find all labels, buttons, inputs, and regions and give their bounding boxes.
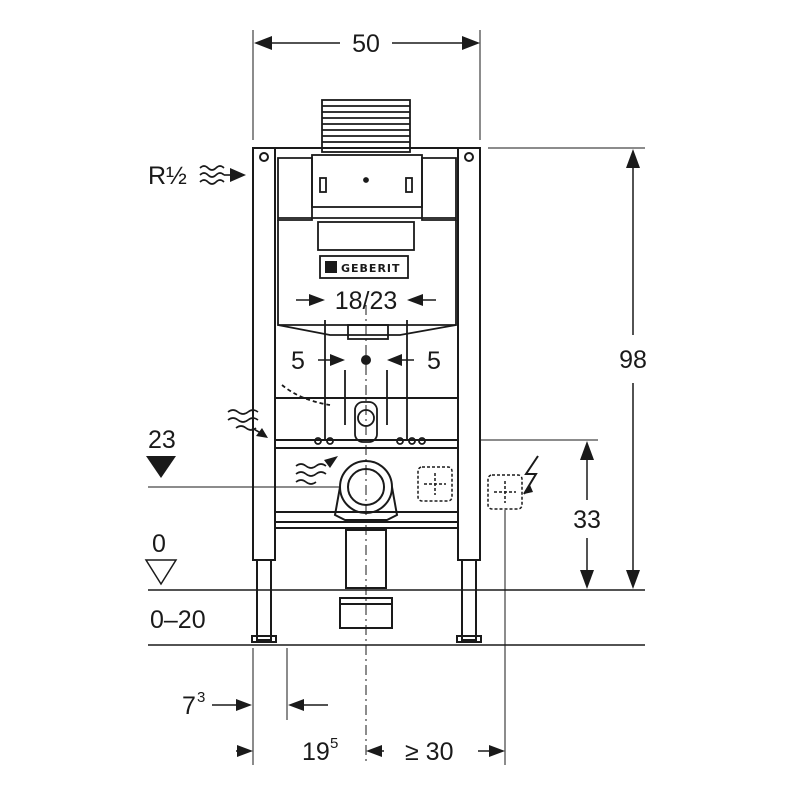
dimension-frame-width: 50	[254, 30, 480, 58]
floor-level-marker: 0	[144, 530, 178, 586]
water-supply-icon-upper	[227, 409, 267, 437]
label-total-height: 98	[619, 346, 647, 374]
installation-frame	[251, 147, 482, 643]
dimension-outlet-height: 33	[573, 441, 601, 589]
cistern	[277, 99, 457, 336]
drain-height-marker: 23	[146, 426, 176, 478]
water-supply-arrow-upper	[256, 428, 268, 438]
label-side-clearance: ≥ 30	[405, 738, 453, 766]
water-supply-arrow-lower	[324, 456, 338, 468]
brand-logo-mark	[325, 261, 337, 273]
label-center-offset: 19	[302, 738, 330, 766]
electrical-box-outer	[487, 474, 523, 510]
water-supply-icon-lower	[295, 463, 327, 485]
dimension-center-offset: 19 5	[236, 735, 338, 766]
label-foot-offset: 7	[182, 692, 196, 720]
label-foot-offset-sup: 3	[197, 689, 205, 706]
flush-pipe	[281, 320, 426, 445]
dimension-total-height: 98	[619, 149, 647, 589]
brand-logo: GEBERIT	[341, 262, 401, 275]
label-right-offset: 5	[427, 347, 441, 375]
dimension-right-offset: 5	[387, 347, 441, 375]
dimension-foot-offset: 7 3	[182, 689, 328, 720]
label-floor-adjust: 0–20	[150, 606, 206, 634]
label-supply-connection: R½	[148, 162, 187, 190]
label-frame-width: 50	[352, 30, 380, 58]
dimension-side-clearance: ≥ 30	[366, 738, 505, 766]
supply-connection: R½	[148, 162, 246, 190]
label-center-offset-sup: 5	[330, 735, 338, 752]
brand-plate	[319, 255, 409, 279]
label-floor-level: 0	[152, 530, 166, 558]
dimension-flush-spacing: 18/23	[296, 287, 436, 315]
electrical-box-inner	[417, 466, 453, 502]
electricity-arrow-head	[524, 485, 533, 494]
label-outlet-height: 33	[573, 506, 601, 534]
label-left-offset: 5	[291, 347, 305, 375]
electricity-icon	[523, 455, 539, 495]
label-flush-spacing: 18/23	[335, 287, 398, 315]
dimension-left-offset: 5	[291, 347, 345, 375]
label-drain-height: 23	[148, 426, 176, 454]
